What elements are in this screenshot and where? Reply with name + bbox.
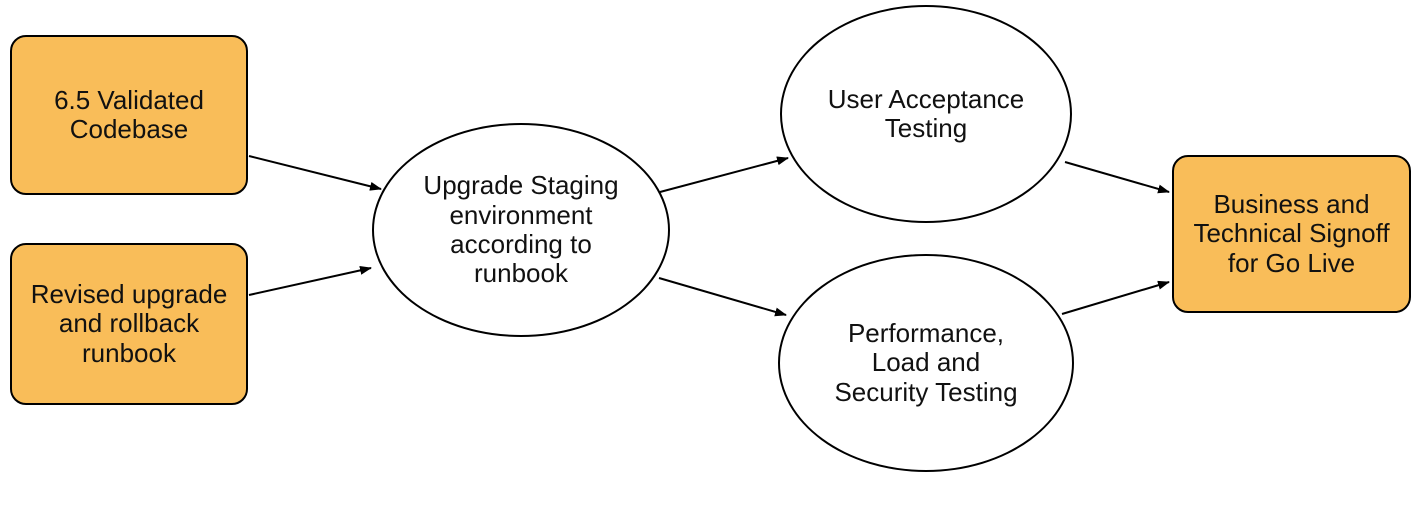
node-business-technical-signoff-label: Business and Technical Signoff for Go Li… (1193, 188, 1390, 278)
edge-codebase-to-staging (248, 155, 382, 191)
edge-performance-to-signoff (1061, 280, 1170, 315)
edge-staging-to-uat (659, 156, 789, 193)
edge-uat-to-signoff (1064, 161, 1170, 194)
node-upgrade-staging: Upgrade Staging environment according to… (372, 123, 670, 337)
edge-staging-to-performance (658, 277, 787, 317)
node-business-technical-signoff: Business and Technical Signoff for Go Li… (1172, 155, 1411, 313)
node-upgrade-staging-label: Upgrade Staging environment according to… (423, 170, 619, 289)
node-performance-load-security: Performance, Load and Security Testing (778, 254, 1074, 472)
node-revised-runbook: Revised upgrade and rollback runbook (10, 243, 248, 405)
edge-runbook-to-staging (248, 265, 372, 296)
node-performance-load-security-label: Performance, Load and Security Testing (834, 317, 1018, 407)
node-user-acceptance-testing: User Acceptance Testing (780, 5, 1072, 223)
node-user-acceptance-testing-label: User Acceptance Testing (827, 83, 1025, 143)
node-revised-runbook-label: Revised upgrade and rollback runbook (30, 278, 228, 368)
node-validated-codebase: 6.5 Validated Codebase (10, 35, 248, 195)
node-validated-codebase-label: 6.5 Validated Codebase (54, 84, 204, 144)
